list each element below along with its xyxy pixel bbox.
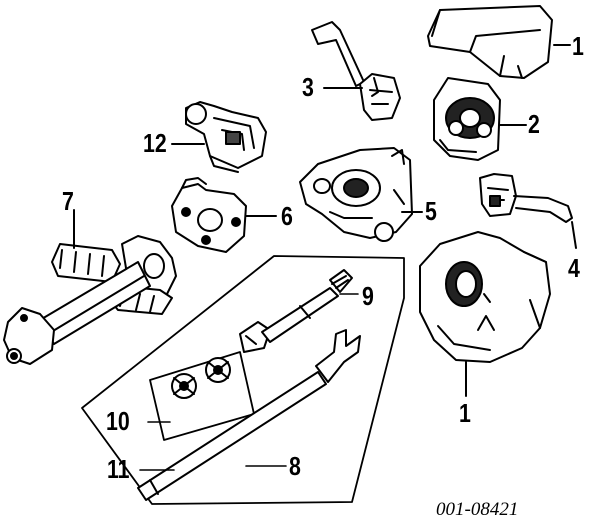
callout-5-lock-cylinder: 5 (425, 196, 437, 226)
callout-7-column-tube: 7 (62, 186, 74, 216)
diagram-reference-code: 001-08421 (436, 499, 519, 520)
callout-2-lock-housing: 2 (528, 109, 540, 139)
callout-8-shaft-kit: 8 (289, 451, 301, 481)
callout-12-ignition: 12 (143, 128, 167, 158)
lock-cylinder-housing (299, 147, 423, 242)
shaft-couplers (147, 351, 255, 441)
callout-1-upper-shroud: 1 (572, 31, 584, 61)
lock-housing (433, 77, 527, 161)
callout-4-wiper-lever: 4 (568, 253, 580, 283)
callout-1-lower-shroud: 1 (459, 398, 471, 428)
callout-9-shaft: 9 (362, 281, 374, 311)
lower-shroud (419, 231, 551, 397)
shaft-kit-outline (81, 255, 405, 505)
wiper-lever (479, 173, 577, 249)
callout-6-bracket: 6 (281, 201, 293, 231)
steering-column-tube (3, 209, 177, 365)
turn-signal-lever (311, 21, 401, 121)
upper-shroud (427, 5, 571, 79)
intermediate-shaft (239, 269, 359, 353)
callout-10-couplers: 10 (106, 406, 130, 436)
lower-shaft (137, 329, 361, 501)
callout-3-turn-signal: 3 (302, 72, 314, 102)
ignition-switch (171, 101, 267, 173)
bracket (171, 177, 277, 253)
callout-11-lower-shaft: 11 (107, 454, 130, 484)
